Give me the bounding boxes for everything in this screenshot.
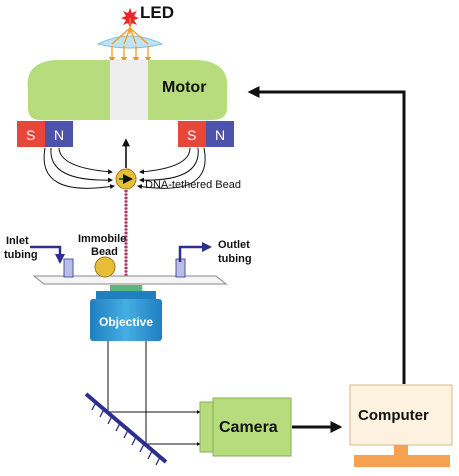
camera: Camera [199,397,292,457]
dna-tethered-bead: DNA-tethered Bead [115,168,241,191]
magnet-right-north [206,121,234,147]
outlet-label-2: tubing [218,253,252,265]
camera-lens [199,401,215,453]
optical-path-lines [107,341,201,446]
led-light-rays [108,27,152,64]
computer-neck [394,445,408,455]
camera-label: Camera [219,419,278,436]
computer-monitor [349,384,453,446]
mirror [84,392,168,466]
motor-label: Motor [162,79,206,96]
outlet-arrow-icon [178,242,212,262]
motor: Motor [27,60,228,120]
objective-tip [110,285,142,291]
magnet-left-s-label: S [26,127,35,143]
computer-stand [354,455,450,467]
inlet-port [63,258,74,278]
dna-bead-label: DNA-tethered Bead [145,179,241,191]
camera-body [212,397,292,457]
inlet-label-1: Inlet [6,235,29,247]
immobile-label-1: Immobile [78,233,126,245]
motor-light-path [110,60,148,120]
immobile-bead [94,256,116,278]
objective-body [90,299,162,341]
magnetic-field-lines [43,147,206,190]
computer-label: Computer [358,407,429,424]
computer: Computer [349,384,453,467]
computer-to-motor-feedback-arrow [247,86,406,384]
led-label: LED [140,3,174,22]
magnet-right-n-label: N [215,127,225,143]
inlet-arrow-icon [30,245,65,264]
immobile-label-2: Bead [91,246,118,258]
led-source: LED [96,3,174,64]
inlet-label-2: tubing [4,249,38,261]
outlet-label-1: Outlet [218,239,250,251]
magnet-left-north [45,121,73,147]
objective-lens: Objective [90,285,162,341]
magnet-left-south [17,121,45,147]
magnet-left: S N [17,121,73,147]
magnet-right-s-label: S [187,127,196,143]
glass-slide [32,275,228,285]
led-lens [96,35,164,49]
flow-cell [30,242,228,285]
objective-label: Objective [99,315,153,329]
magnet-right: S N [178,121,234,147]
objective-collar [96,291,156,299]
magnet-left-n-label: N [54,127,64,143]
magnet-right-south [178,121,206,147]
